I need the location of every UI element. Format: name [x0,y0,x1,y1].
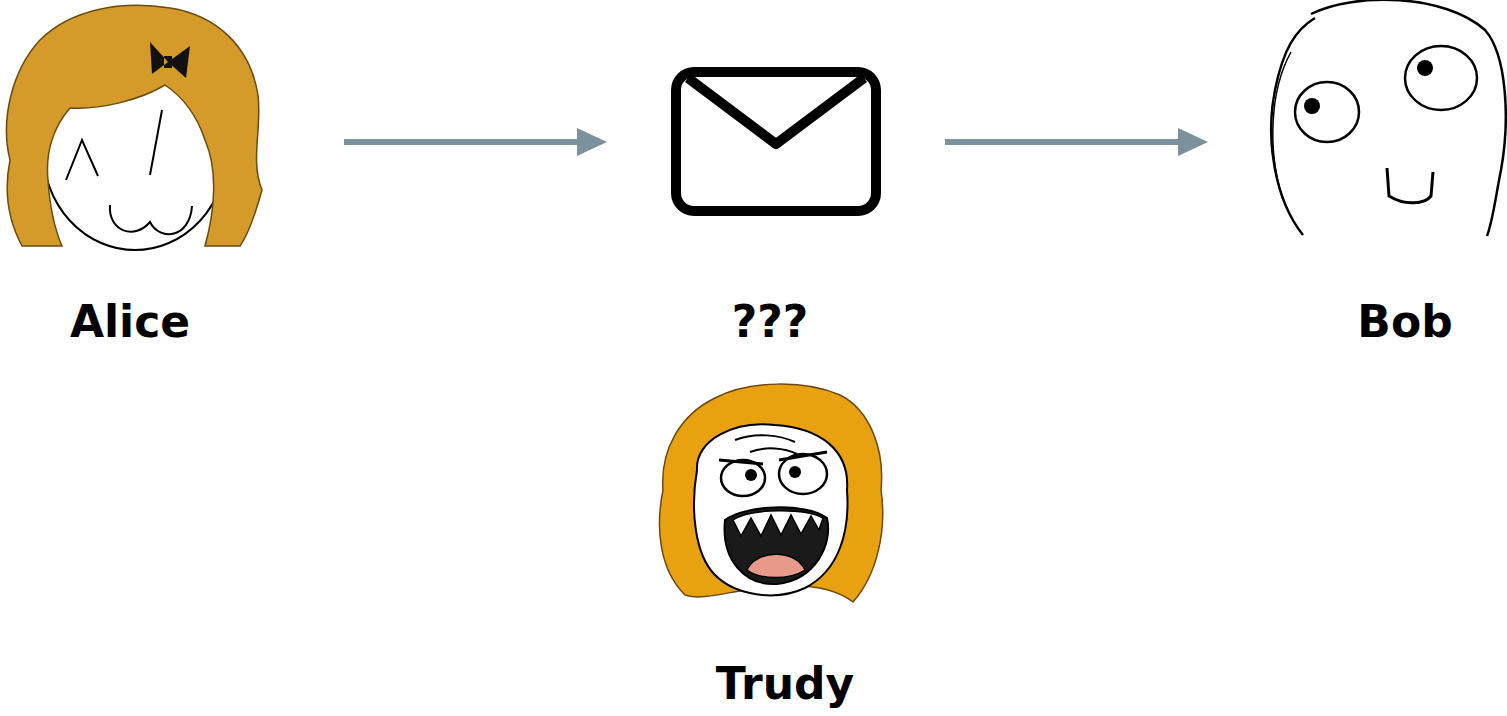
pupil-right [1417,60,1433,76]
eye-left [66,140,98,180]
hair [659,384,882,602]
trudy-face [655,380,887,608]
alice-node: Alice [0,0,344,360]
alice-face [0,0,265,250]
mouth [1387,168,1433,203]
node-label: Bob [1255,296,1507,348]
envelope-body [676,72,876,211]
tongue [747,554,805,577]
face-outline [1271,0,1506,236]
pupil-left [1304,98,1320,114]
eye-right [150,110,162,175]
node-label: Alice [0,296,280,348]
arrow-line [945,139,1182,145]
trudy-node: Trudy [640,370,900,710]
eye-left [721,460,765,496]
brows [719,452,827,464]
bow [150,42,190,78]
pupil-right [789,466,801,478]
arrow-line [344,139,581,145]
mouth [110,205,192,234]
node-label: Trudy [635,658,935,710]
message-node: ??? [607,0,945,360]
forehead-lines [735,435,797,454]
mouth [725,507,829,584]
bob-face [1255,0,1507,240]
teeth [733,511,823,536]
node-label: ??? [620,296,920,348]
hair [7,5,262,246]
envelope-flap [688,78,864,144]
flow-arrow [945,128,1208,156]
eye-left [1295,82,1359,142]
arrow-head [1178,128,1208,156]
flow-arrow [344,128,607,156]
pupil-left [745,469,757,481]
face-skin [694,424,847,595]
eye-right [1405,46,1477,110]
envelope-icon [668,64,884,220]
face-outline-inner [1273,52,1291,200]
arrow-head [577,128,607,156]
bob-node: Bob [1208,0,1507,360]
